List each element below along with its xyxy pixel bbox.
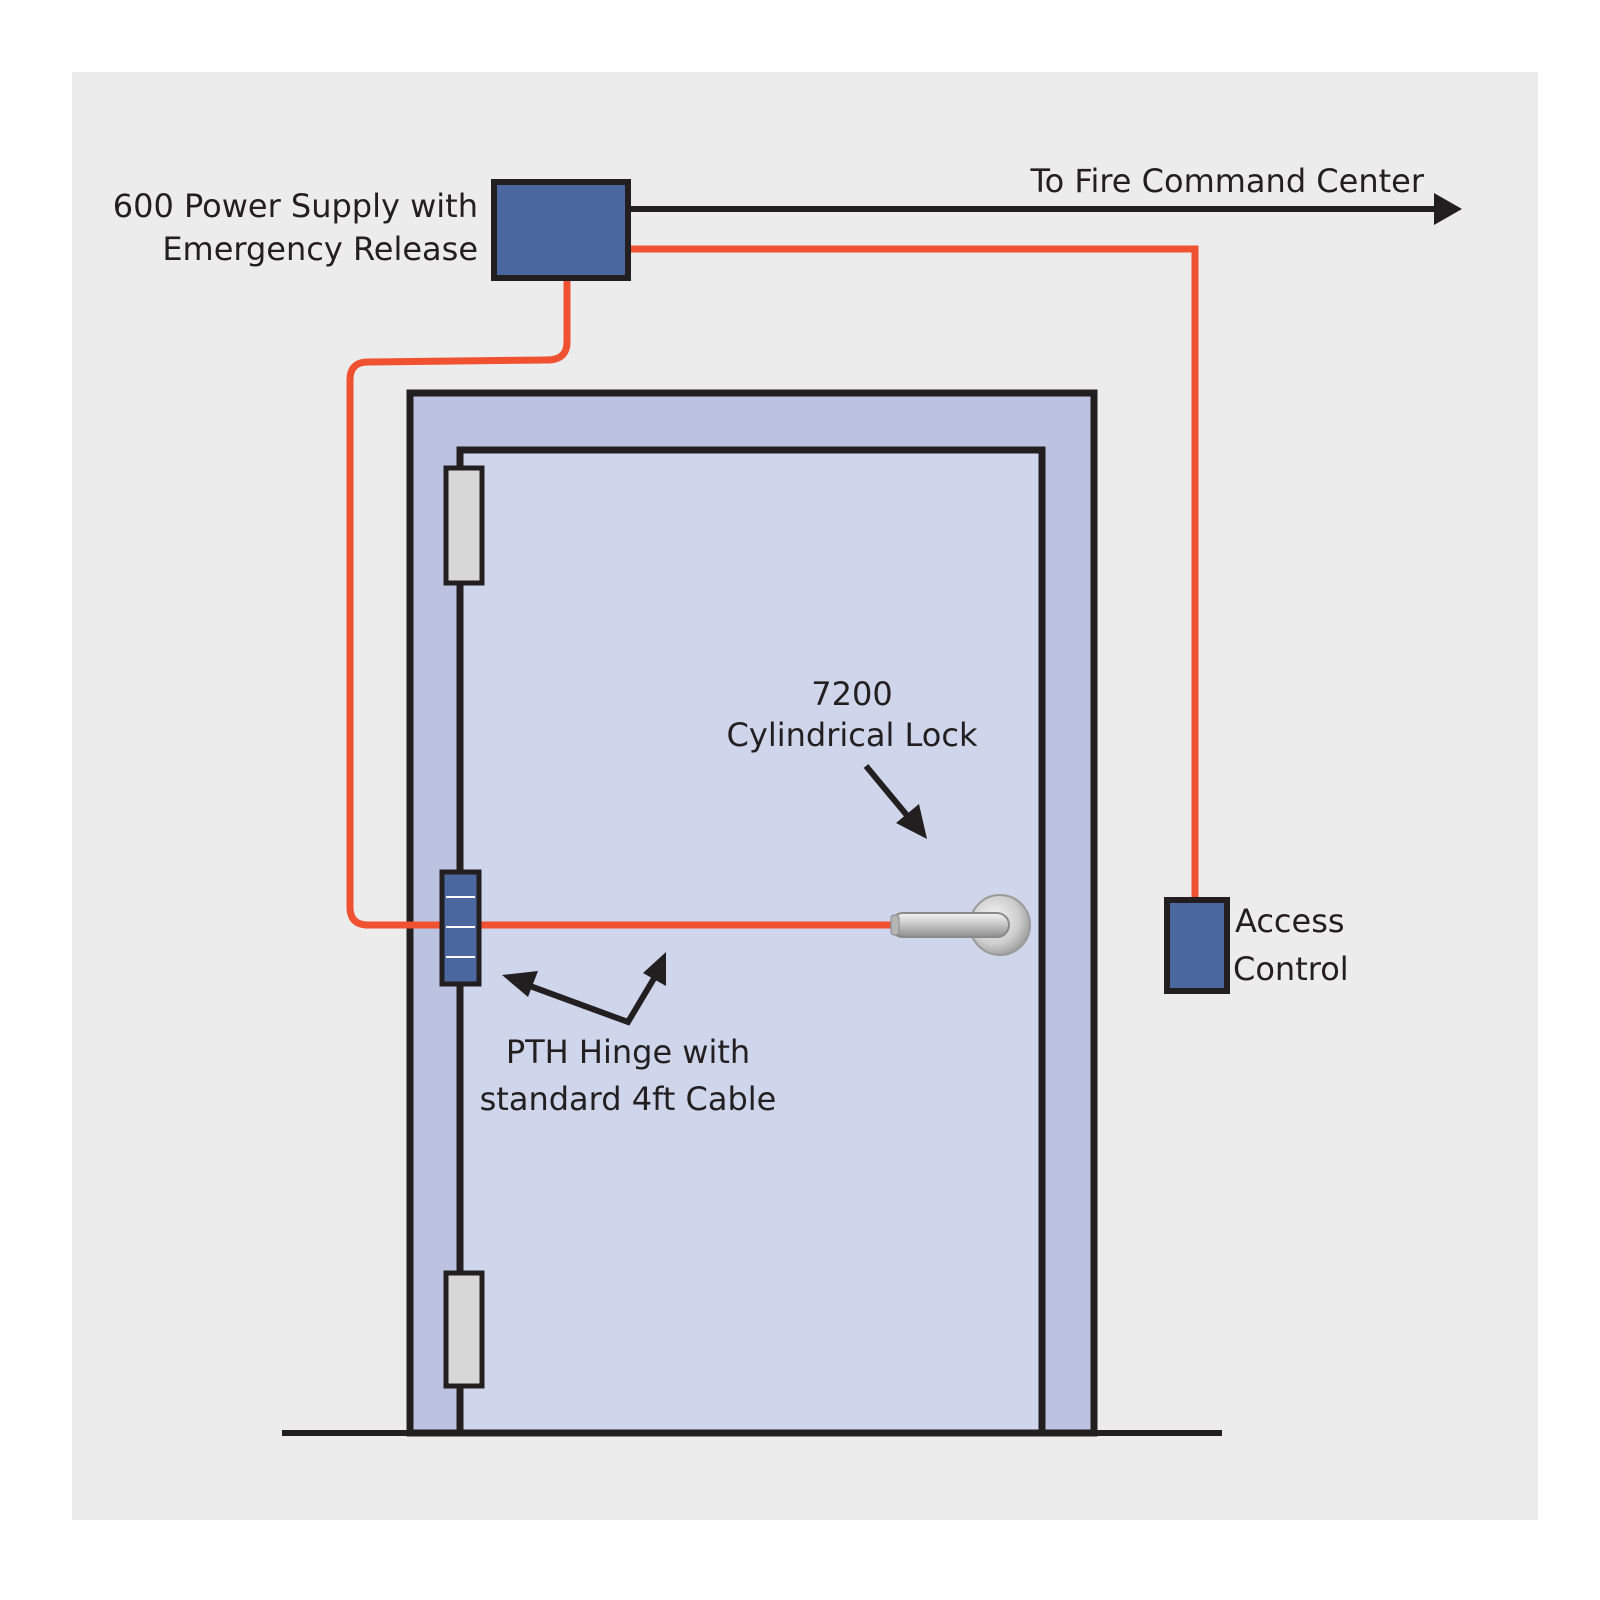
wire-power-to-access-control [628, 245, 1199, 900]
access-control-box [1164, 897, 1230, 994]
access-control-label-line1: Access [1235, 902, 1345, 940]
lock-label-line1: 7200 [811, 675, 892, 713]
pth-hinge [439, 869, 482, 987]
wire-power-to-hinge [346, 278, 571, 929]
power-supply-label-line2: Emergency Release [162, 230, 478, 268]
hinge-label-line2: standard 4ft Cable [480, 1080, 777, 1118]
hinge-pointer-arrows [502, 952, 666, 1026]
top-hinge [443, 465, 485, 586]
lever-handle-icon [890, 894, 1031, 956]
power-supply-box [491, 179, 631, 281]
access-control-label-line2: Control [1233, 950, 1349, 988]
lock-pointer-arrow [863, 764, 927, 839]
lock-label-line2: Cylindrical Lock [727, 716, 978, 754]
bottom-hinge [443, 1270, 485, 1389]
power-supply-label-line1: 600 Power Supply with [113, 187, 478, 225]
door-leaf [456, 446, 1046, 1437]
hinge-label-line1: PTH Hinge with [506, 1033, 750, 1071]
fire-command-label: To Fire Command Center [1030, 162, 1425, 200]
fire-command-arrowhead [1434, 193, 1462, 225]
